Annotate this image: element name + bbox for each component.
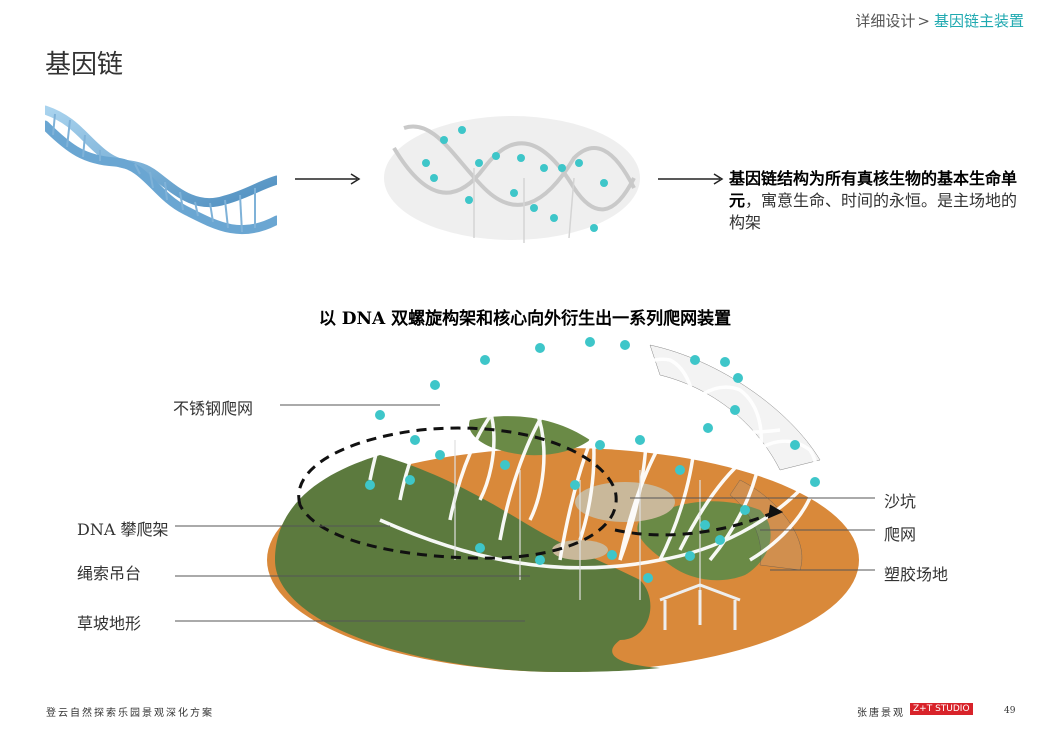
label-plastic-court: 塑胶场地 [884, 565, 949, 584]
rope-swing-frame [659, 583, 741, 630]
helix-frame [359, 357, 818, 570]
label-climbing-net: 爬网 [884, 525, 917, 544]
breadcrumb-parent[interactable]: 详细设计 [855, 12, 916, 30]
dna-helix-image [45, 105, 277, 235]
description-bold: 基因链结构为所有真核生物的基本生命单元 [729, 169, 1018, 210]
node-spheres [365, 337, 820, 583]
studio-logo-badge: Z+T STUDIO [910, 703, 973, 715]
dashed-circulation-path [297, 426, 776, 560]
breadcrumb: 详细设计>基因链主装置 [855, 10, 1024, 31]
arrow-right-icon [295, 173, 361, 185]
breadcrumb-current: 基因链主装置 [933, 12, 1024, 30]
arrow-right-icon [658, 173, 724, 185]
page-title: 基因链 [45, 50, 124, 80]
label-rope-swing: 绳索吊台 [77, 564, 142, 583]
main-installation-illustration [175, 337, 875, 672]
grass-area [275, 455, 660, 672]
description-normal: ，寓意生命、时间的永恒。是主场地的构架 [729, 191, 1018, 232]
section-subtitle: 以 DNA 双螺旋构架和核心向外衍生出一系列爬网装置 [318, 309, 732, 329]
page-number: 49 [1004, 706, 1016, 716]
footer-project-name: 登云自然探索乐园景观深化方案 [46, 708, 214, 719]
dna-frame-image [384, 116, 640, 243]
sandpit-area [575, 482, 675, 522]
label-sandpit: 沙坑 [884, 492, 917, 511]
label-stainless-net: 不锈钢爬网 [173, 399, 254, 418]
description: 基因链结构为所有真核生物的基本生命单元，寓意生命、时间的永恒。是主场地的构架 [729, 168, 1029, 234]
label-dna-climbing-frame: DNA 攀爬架 [77, 520, 169, 539]
leader-lines [175, 404, 875, 622]
footer-company-name: 张唐景观 [857, 708, 905, 719]
label-grass-slope: 草坡地形 [77, 614, 142, 633]
breadcrumb-separator: > [917, 12, 930, 30]
